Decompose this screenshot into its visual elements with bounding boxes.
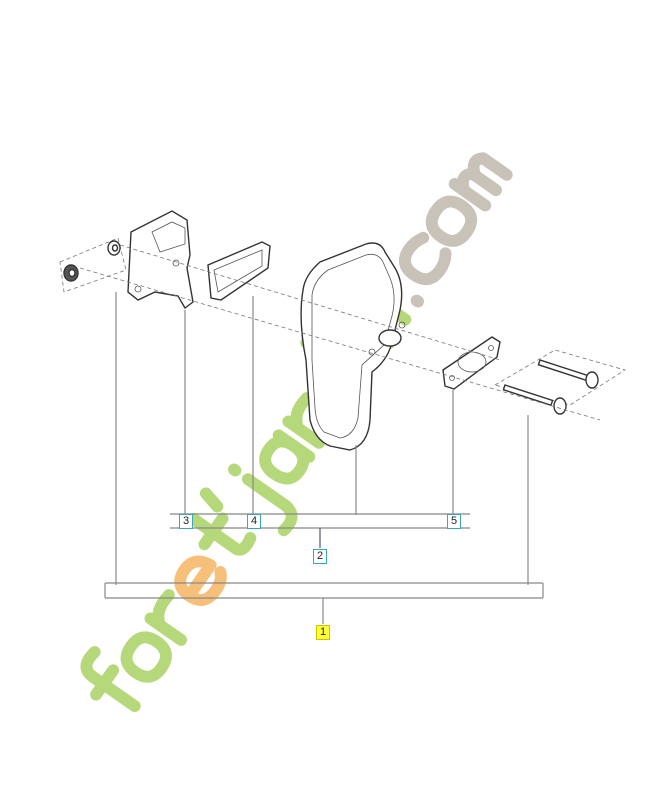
muffler-gasket[interactable] xyxy=(442,336,501,390)
spark-arrestor-screen[interactable] xyxy=(207,241,271,301)
callout-1[interactable]: 1 xyxy=(316,625,330,640)
callout-3[interactable]: 3 xyxy=(179,514,193,529)
muffler-bolts[interactable] xyxy=(493,349,626,415)
assembly-axis xyxy=(119,244,501,361)
watermark-letter xyxy=(120,631,172,683)
callout-2[interactable]: 2 xyxy=(313,549,327,564)
watermark-logo xyxy=(80,152,513,713)
watermark-letter xyxy=(80,646,141,713)
watermark-letter xyxy=(448,152,513,212)
leader-lines xyxy=(104,292,544,624)
watermark-letter xyxy=(410,294,424,308)
watermark-letter xyxy=(174,555,227,606)
heat-shield[interactable] xyxy=(127,210,194,310)
callout-4[interactable]: 4 xyxy=(247,514,261,529)
nut-and-washer[interactable] xyxy=(59,237,127,293)
muffler[interactable] xyxy=(300,242,406,451)
assembly-axis xyxy=(79,267,601,421)
watermark-letter xyxy=(259,429,316,485)
watermark-letter xyxy=(398,231,452,286)
callout-5[interactable]: 5 xyxy=(447,514,461,529)
watermark-letter xyxy=(187,512,257,556)
watermark-apostrophe xyxy=(199,487,224,513)
watermark-letter xyxy=(425,195,478,247)
watermark-letter xyxy=(282,392,325,449)
